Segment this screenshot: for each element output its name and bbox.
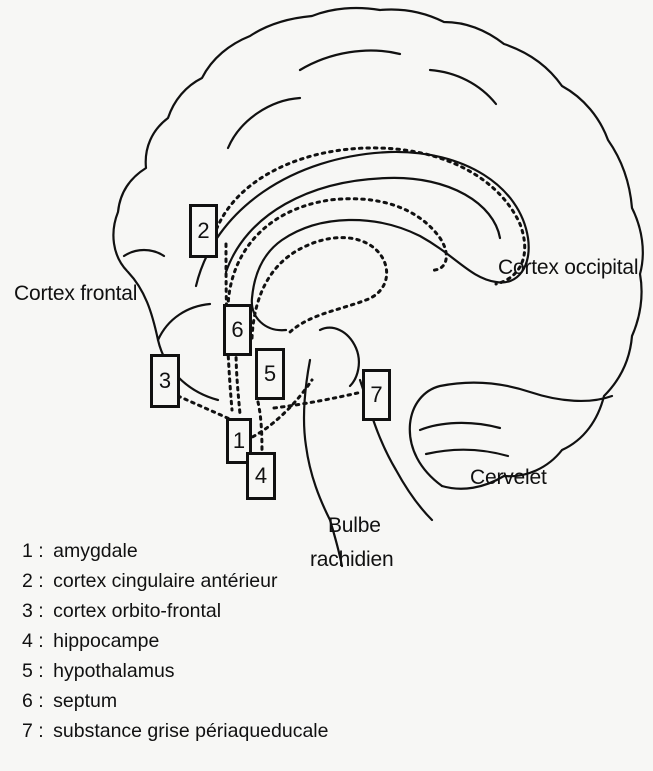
label-cervelet: Cervelet: [470, 466, 547, 490]
box-cortex-orbito-frontal: 3: [150, 354, 180, 408]
legend-item: 7 : substance grise périaqueducale: [22, 716, 328, 746]
legend-item: 6 : septum: [22, 686, 328, 716]
legend-item: 5 : hypothalamus: [22, 656, 328, 686]
orbitofrontal-pathway: [178, 396, 232, 420]
legend-item: 2 : cortex cingulaire antérieur: [22, 566, 328, 596]
box-hypothalamus: 5: [255, 348, 285, 400]
label-cortex-frontal: Cortex frontal: [14, 282, 137, 306]
pag-pathway: [274, 392, 362, 408]
legend-number: 7: [22, 720, 33, 742]
septal-pathway: [236, 350, 240, 414]
box-cortex-cingulaire: 2: [189, 204, 218, 258]
legend-number: 3: [22, 600, 33, 622]
legend-text: hippocampe: [53, 630, 159, 652]
legend-text: amygdale: [53, 540, 138, 562]
label-cortex-occipital: Cortex occipital: [498, 256, 638, 280]
box-septum: 6: [223, 304, 252, 356]
label-bulbe: Bulbe: [328, 514, 381, 538]
limbic-pathway-fornix: [252, 238, 387, 338]
legend-item: 1 : amygdale: [22, 536, 328, 566]
legend-number: 1: [22, 540, 33, 562]
box-substance-grise: 7: [362, 369, 391, 421]
legend-number: 2: [22, 570, 33, 592]
legend-number: 6: [22, 690, 33, 712]
hypothalamic-pathway: [258, 402, 262, 458]
legend-text: substance grise périaqueducale: [53, 720, 328, 742]
legend-number: 5: [22, 660, 33, 682]
legend-text: hypothalamus: [53, 660, 174, 682]
legend-item: 3 : cortex orbito-frontal: [22, 596, 328, 626]
legend-text: cortex orbito-frontal: [53, 600, 221, 622]
legend-item: 4 : hippocampe: [22, 626, 328, 656]
legend-text: cortex cingulaire antérieur: [53, 570, 277, 592]
legend-number: 4: [22, 630, 33, 652]
box-hippocampe: 4: [246, 452, 276, 500]
legend: 1 : amygdale 2 : cortex cingulaire antér…: [22, 536, 328, 746]
limbic-pathway-inner: [228, 199, 446, 316]
legend-text: septum: [53, 690, 117, 712]
